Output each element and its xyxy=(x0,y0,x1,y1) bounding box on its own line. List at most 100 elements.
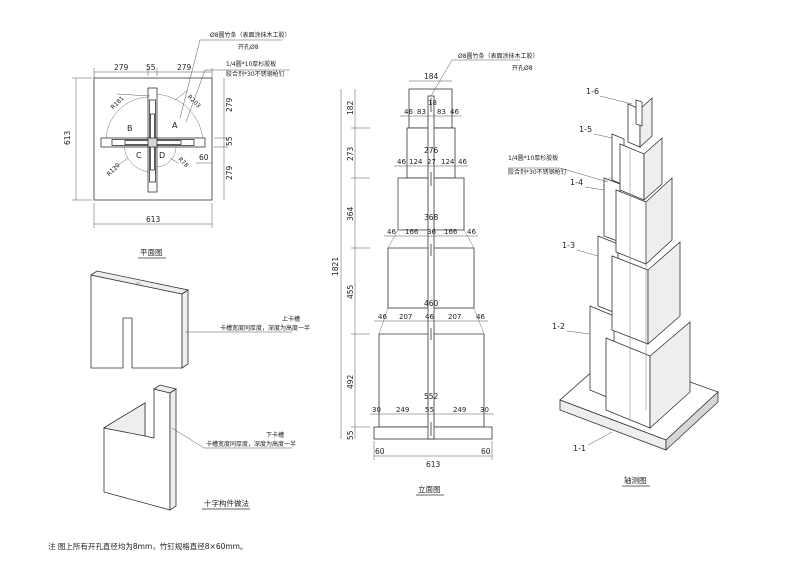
dim-top-55: 55 xyxy=(146,63,156,72)
elev-dim-368: 368 xyxy=(424,213,439,222)
zone-b-label: B xyxy=(127,124,133,133)
elev-dim-166-r: 166 xyxy=(444,228,458,236)
elev-note-hole: 开孔Ø8 xyxy=(512,64,533,72)
lower-slot-piece-front xyxy=(103,388,171,511)
elev-height-273: 273 xyxy=(346,146,355,161)
axon-tier6-right xyxy=(639,97,653,148)
plan-arc-c xyxy=(123,143,151,173)
elev-dim-124-l: 124 xyxy=(409,158,423,166)
tier-line xyxy=(387,229,399,249)
axon-title: 轴测图 xyxy=(624,475,647,485)
lower-slot-label: 下卡槽 xyxy=(266,431,284,439)
elev-dim-83-r: 83 xyxy=(437,108,446,116)
zone-a-label: A xyxy=(172,121,178,130)
tier-line xyxy=(463,229,475,249)
elev-dim-207-l: 207 xyxy=(399,313,412,321)
plan-note-glue: 胶合剂*30不锈钢枪钉 xyxy=(226,70,285,78)
plan-note-hole: 开孔Ø8 xyxy=(238,43,259,51)
elev-dim-460: 460 xyxy=(424,299,439,308)
elev-dim-46-t1r: 46 xyxy=(450,108,459,116)
elev-dim-46-t3r: 46 xyxy=(467,228,476,236)
elev-dim-249-r: 249 xyxy=(453,406,466,414)
plan-note-board: 1/4圆*10厚杉胶板 xyxy=(226,60,276,68)
lower-slot-piece-side xyxy=(169,388,177,511)
axon-tier3-right xyxy=(647,241,681,345)
plan-title: 平面图 xyxy=(140,248,163,257)
upper-slot-piece-side xyxy=(181,289,189,369)
axon-label-1-1: 1-1 xyxy=(573,444,586,453)
axon-label-1-3: 1-3 xyxy=(562,241,575,250)
lower-slot-note: 卡槽宽度同厚度，深度为高度一半 xyxy=(206,440,296,448)
axon-leader xyxy=(599,95,633,105)
axon-tier4-front xyxy=(615,189,647,265)
elev-height-55: 55 xyxy=(346,430,355,440)
elev-dim-46-t2r: 46 xyxy=(458,158,467,166)
elev-dim-55: 55 xyxy=(425,406,434,414)
callout-leader-bamboo xyxy=(179,39,282,119)
dim-right-55: 55 xyxy=(225,136,234,146)
elev-dim-166-l: 166 xyxy=(405,228,419,236)
elev-dim-36: 36 xyxy=(427,228,436,236)
axon-base-side xyxy=(665,391,719,451)
axon-tier5-right xyxy=(643,137,663,201)
axon-top-spine xyxy=(635,99,643,127)
elev-dim-46-t4c: 46 xyxy=(425,313,434,321)
elev-dim-83-l: 83 xyxy=(417,108,426,116)
zone-c-label: C xyxy=(136,151,142,160)
plan-arc-a xyxy=(152,93,204,143)
axon-leader xyxy=(566,330,591,335)
elev-dim-27: 27 xyxy=(427,158,436,166)
elev-callout-leader xyxy=(430,59,520,97)
elev-dim-249-l: 249 xyxy=(396,406,409,414)
axon-note-glue: 胶合剂*30不锈钢枪钉 xyxy=(508,168,567,176)
lower-slot-leader xyxy=(171,427,292,449)
elevation-title: 立面图 xyxy=(418,484,441,494)
axon-leader xyxy=(587,431,613,446)
elev-height-182: 182 xyxy=(346,100,355,115)
elev-dim-46-t3l: 46 xyxy=(387,228,396,236)
lower-slot-piece-face xyxy=(102,402,146,437)
dim-right-279-bottom: 279 xyxy=(225,165,234,180)
elev-dim-18: 18 xyxy=(428,99,437,107)
elev-height-492: 492 xyxy=(346,374,355,389)
elev-dim-30-l: 30 xyxy=(372,406,381,414)
elev-height-364: 364 xyxy=(346,206,355,221)
plan-base-outline xyxy=(93,77,213,201)
dim-right-279-top: 279 xyxy=(225,97,234,112)
dim-bottom-613: 613 xyxy=(146,215,161,224)
upper-slot-note: 卡槽宽度同厚度，深度为高度一半 xyxy=(220,324,310,332)
dim-left-613: 613 xyxy=(63,130,72,145)
cross-detail-title: 十字构件做法 xyxy=(204,498,249,508)
axon-leader xyxy=(576,249,599,257)
axon-label-1-5: 1-5 xyxy=(579,125,592,134)
elev-dim-30-r: 30 xyxy=(480,406,489,414)
radius-label-r203: R203 xyxy=(186,94,202,110)
elev-dim-46-t4l: 46 xyxy=(378,313,387,321)
axon-leader xyxy=(593,133,613,139)
elev-dim-base-60-l: 60 xyxy=(375,447,385,456)
elevation-view: 184 18 46 83 83 46 276 46 124 27 124 46 … xyxy=(331,52,539,496)
callout-leader-board xyxy=(185,69,290,123)
radius-label-r78: R78 xyxy=(176,156,189,169)
radius-leader-r78 xyxy=(169,157,179,164)
elev-total-height: 1821 xyxy=(331,257,340,276)
axon-board-leader xyxy=(508,167,609,183)
elev-dim-207-r: 207 xyxy=(448,313,461,321)
elev-note-bamboo: Ø8圆竹条（表面涂抹木工胶） xyxy=(458,52,539,60)
upper-slot-label: 上卡槽 xyxy=(282,315,300,323)
dim-top-279-left: 279 xyxy=(114,63,129,72)
axon-label-1-6: 1-6 xyxy=(586,87,599,96)
elev-dim-46-t4r: 46 xyxy=(476,313,485,321)
elev-height-455: 455 xyxy=(346,284,355,299)
radius-leader-r120 xyxy=(113,157,129,169)
elev-dim-124-r: 124 xyxy=(441,158,455,166)
axon-tier2-right xyxy=(649,321,691,429)
axon-tier5-front xyxy=(619,143,645,201)
elev-dim-276: 276 xyxy=(424,146,439,155)
plan-arc-d xyxy=(155,146,177,168)
dim-60: 60 xyxy=(199,153,209,162)
axon-leader xyxy=(584,186,605,191)
zone-d-label: D xyxy=(159,151,165,160)
plan-cross-center xyxy=(147,137,158,148)
